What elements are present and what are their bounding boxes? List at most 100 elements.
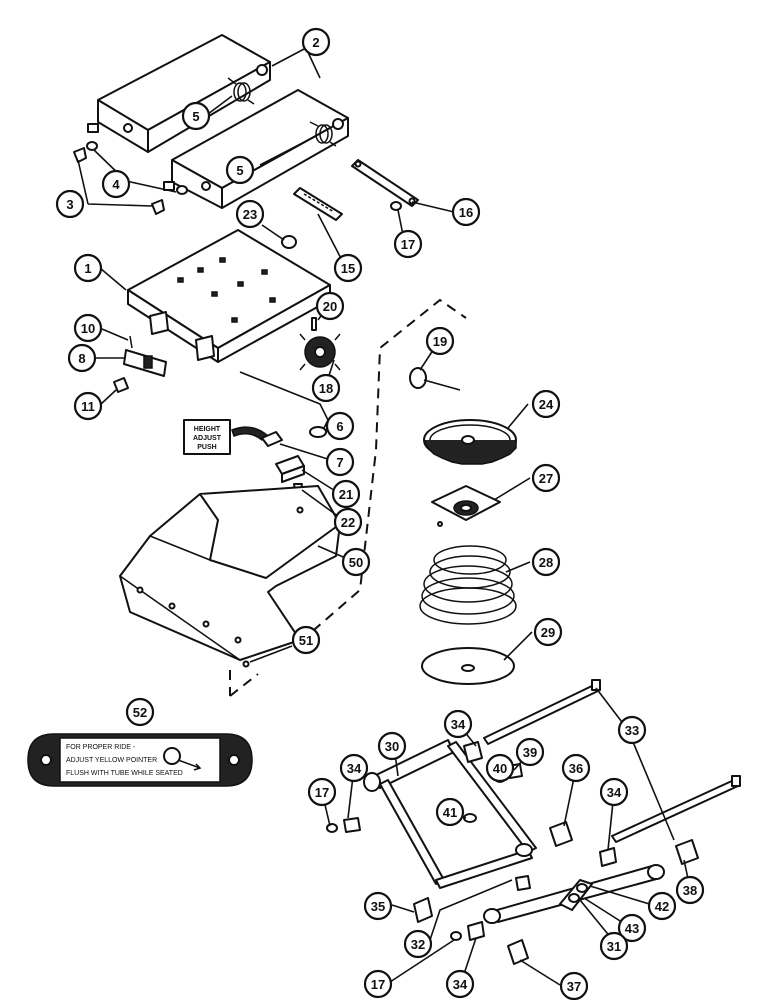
ride-adjust-decal: FOR PROPER RIDE - ADJUST YELLOW POINTER … [27,733,253,787]
callout-5: 5 [181,101,211,131]
slotted-plate [293,187,343,221]
height-decal-line2: ADJUST [193,435,222,442]
adjuster-knob [299,317,341,371]
long-rod-upper [483,679,601,745]
callout-21: 21 [331,479,361,509]
long-rod-lower [611,775,741,843]
callout-label: 4 [112,177,120,192]
callout-label: 21 [339,487,353,502]
adjuster-shaft [113,335,167,393]
callout-label: 27 [539,471,553,486]
callout-39: 39 [515,737,545,767]
push-button [261,431,283,447]
callout-43: 43 [617,913,647,943]
callout-41: 41 [435,797,465,827]
callout-label: 34 [607,785,622,800]
callout-28: 28 [531,547,561,577]
callout-label: 5 [236,163,243,178]
seat-strap [351,159,419,207]
callout-label: 24 [539,397,554,412]
callout-label: 50 [349,555,363,570]
callout-5: 5 [225,155,255,185]
callout-label: 43 [625,921,639,936]
callout-label: 8 [78,351,85,366]
callout-label: 16 [459,205,473,220]
callout-8: 8 [67,343,97,373]
height-decal-line1: HEIGHT [194,426,221,433]
callout-30: 30 [377,731,407,761]
callout-label: 34 [347,761,362,776]
callout-label: 15 [341,261,355,276]
callout-31: 31 [599,931,629,961]
callout-19: 19 [425,326,455,356]
sprocket [423,419,517,465]
callout-18: 18 [311,373,341,403]
callout-34: 34 [445,969,475,999]
ride-decal-line2: ADJUST YELLOW POINTER [66,757,157,764]
callout-2: 2 [301,27,331,57]
stud-19 [409,367,461,391]
callout-label: 41 [443,805,457,820]
callout-7: 7 [325,447,355,477]
seat-bracket-upper [87,34,271,153]
callout-40: 40 [485,753,515,783]
callout-label: 17 [315,785,329,800]
callout-24: 24 [531,389,561,419]
callout-label: 37 [567,979,581,994]
callout-34: 34 [339,753,369,783]
callout-label: 28 [539,555,553,570]
callout-37: 37 [559,971,589,1000]
callout-1: 1 [73,253,103,283]
callout-label: 7 [336,455,343,470]
callout-label: 1 [84,261,91,276]
height-adjust-lever [239,371,329,438]
seat-base-plate [127,229,331,363]
ride-decal-line3: FLUSH WITH TUBE WHILE SEATED [66,770,183,777]
callout-33: 33 [617,715,647,745]
callout-10: 10 [73,313,103,343]
bolt-and-nut-set [73,141,188,215]
callout-32: 32 [403,929,433,959]
torsion-spring-upper [227,77,255,105]
callout-label: 34 [451,717,466,732]
callout-label: 38 [683,883,697,898]
nut-17-upper [390,201,402,211]
height-decal-line3: PUSH [197,444,216,451]
angle-bracket [275,455,305,483]
height-adjust-decal: HEIGHT ADJUST PUSH [183,419,270,455]
callout-16: 16 [451,197,481,227]
callout-4: 4 [101,169,131,199]
callout-27: 27 [531,463,561,493]
callout-label: 31 [607,939,621,954]
callout-label: 17 [401,237,415,252]
callout-36: 36 [561,753,591,783]
callout-label: 33 [625,723,639,738]
scissor-frame-30 [363,739,537,889]
callout-label: 30 [385,739,399,754]
callout-42: 42 [647,891,677,921]
callout-label: 5 [192,109,199,124]
spring-seat-plate [431,485,501,527]
callout-label: 52 [133,705,147,720]
callout-23: 23 [235,199,265,229]
torsion-spring-lower [309,121,337,147]
callout-label: 29 [541,625,555,640]
callout-label: 23 [243,207,257,222]
callout-6: 6 [325,411,355,441]
callout-label: 20 [323,299,337,314]
dashed-link-line [229,298,467,697]
callout-label: 36 [569,761,583,776]
callout-label: 18 [319,381,333,396]
callout-label: 34 [453,977,468,992]
callout-label: 39 [523,745,537,760]
fastener-51 [242,660,250,668]
callout-markers: 2553416171523110811201867212250511924272… [55,27,705,1000]
callout-label: 17 [371,977,385,992]
callout-34: 34 [599,777,629,807]
callout-label: 3 [66,197,73,212]
callout-52: 52 [125,697,155,727]
callout-11: 11 [73,391,103,421]
callout-34: 34 [443,709,473,739]
callout-label: 10 [81,321,95,336]
